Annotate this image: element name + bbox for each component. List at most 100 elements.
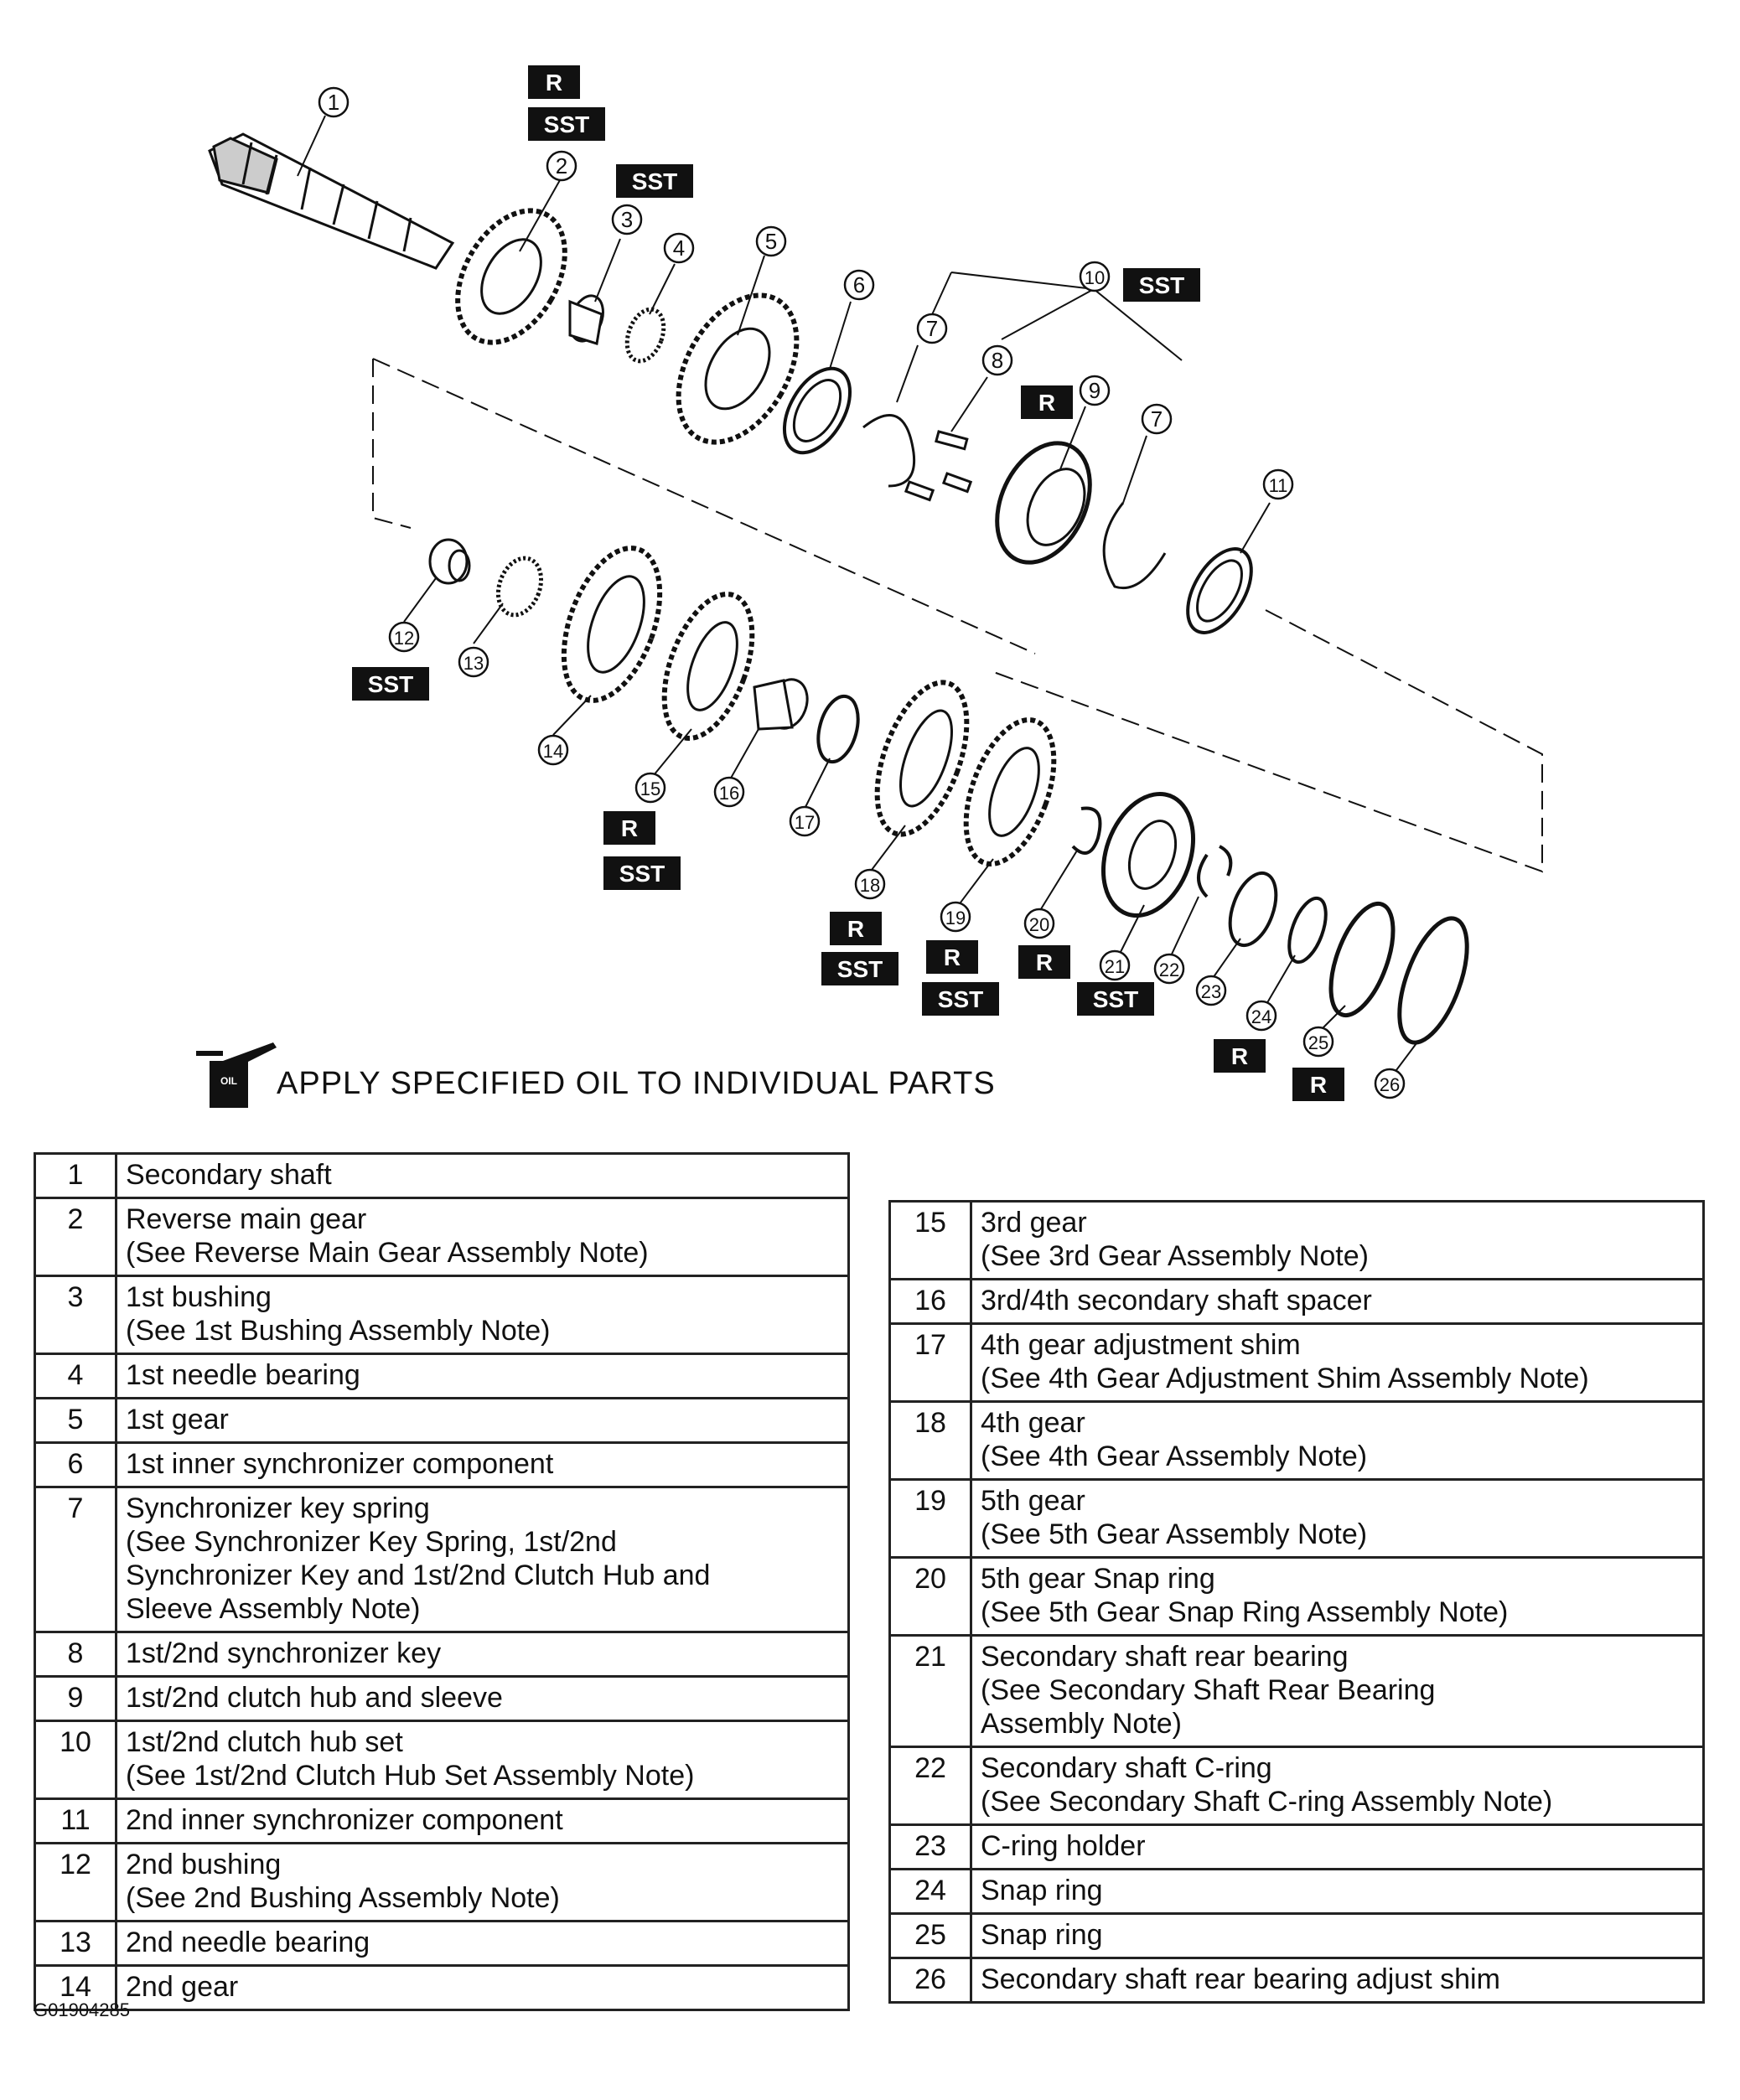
- part-description: 4th gear adjustment shim (See 4th Gear A…: [970, 1322, 1705, 1403]
- exploded-view-diagram: 1234567891071112131415161718192021222324…: [208, 65, 1543, 1101]
- replace-badge: R: [528, 65, 580, 99]
- badge-label: R: [944, 944, 961, 970]
- part-description: C-ring holder: [970, 1823, 1705, 1870]
- part-number: 26: [888, 1957, 972, 2004]
- callout-number: 17: [795, 812, 815, 833]
- oil-icon-label: OIL: [220, 1075, 237, 1087]
- special-tool-badge: SST: [352, 667, 429, 701]
- callout-number: 26: [1380, 1074, 1400, 1095]
- badge-label: SST: [619, 861, 665, 887]
- first-inner-synchronizer-part: [782, 366, 852, 455]
- key-spring-part-2: [1102, 502, 1167, 590]
- part-number: 23: [888, 1823, 972, 1870]
- badge-label: R: [1036, 949, 1053, 975]
- callout-number: 9: [1089, 378, 1100, 403]
- part-number: 7: [34, 1486, 117, 1633]
- adjustment-shim-part: [816, 694, 860, 764]
- figure-id: G01904285: [34, 1999, 130, 2020]
- part-description: 4th gear (See 4th Gear Assembly Note): [970, 1400, 1705, 1481]
- callout-number: 1: [328, 90, 339, 115]
- part-number: 17: [888, 1322, 972, 1403]
- part-number: 10: [34, 1720, 117, 1800]
- part-number: 5: [34, 1397, 117, 1444]
- secondary-shaft-part: [208, 132, 455, 270]
- part-number: 22: [888, 1746, 972, 1826]
- special-tool-badge: SST: [528, 107, 605, 141]
- c-ring-part: [1197, 845, 1233, 898]
- badge-label: R: [1038, 390, 1055, 416]
- callout-24: 24: [1245, 1000, 1277, 1032]
- special-tool-badge: SST: [603, 856, 681, 890]
- callout-number: 15: [640, 778, 660, 799]
- callout-19: 19: [940, 901, 971, 933]
- callout-number: 23: [1201, 981, 1221, 1002]
- callout-13: 13: [458, 646, 489, 678]
- special-tool-badge: SST: [1077, 982, 1154, 1016]
- clutch-hub-sleeve-part: [995, 441, 1092, 565]
- part-number: 15: [888, 1200, 972, 1280]
- part-number: 13: [34, 1920, 117, 1967]
- callout-number: 10: [1085, 267, 1105, 288]
- replace-badge: R: [1292, 1068, 1344, 1101]
- callout-22: 22: [1153, 953, 1185, 985]
- replace-badge: R: [1018, 945, 1070, 979]
- callout-number: 12: [394, 628, 414, 649]
- part-number: 1: [34, 1152, 117, 1199]
- c-ring-holder-part: [1228, 871, 1278, 948]
- replace-badge: R: [926, 940, 978, 974]
- callout-7: 7: [1141, 403, 1173, 435]
- callout-21: 21: [1099, 949, 1131, 981]
- second-bushing-part: [428, 538, 471, 585]
- callout-23: 23: [1195, 975, 1227, 1006]
- special-tool-badge: SST: [616, 164, 693, 198]
- rear-bearing-part: [1100, 791, 1196, 918]
- callout-number: 7: [926, 316, 938, 341]
- part-number: 16: [888, 1278, 972, 1325]
- part-description: 2nd needle bearing: [115, 1920, 850, 1967]
- part-number: 19: [888, 1478, 972, 1559]
- part-number: 25: [888, 1912, 972, 1959]
- callout-11: 11: [1262, 468, 1294, 500]
- part-description: 1st/2nd clutch hub and sleeve: [115, 1675, 850, 1722]
- part-number: 12: [34, 1842, 117, 1922]
- part-description: Secondary shaft: [115, 1152, 850, 1199]
- part-description: Secondary shaft rear bearing adjust shim: [970, 1957, 1705, 2004]
- callout-number: 14: [543, 741, 563, 762]
- replace-badge: R: [1214, 1039, 1266, 1073]
- badge-label: SST: [1093, 986, 1138, 1012]
- spacer-part: [753, 678, 809, 731]
- part-number: 3: [34, 1275, 117, 1355]
- part-number: 24: [888, 1868, 972, 1915]
- part-description: 5th gear (See 5th Gear Assembly Note): [970, 1478, 1705, 1559]
- part-description: 1st/2nd clutch hub set (See 1st/2nd Clut…: [115, 1720, 850, 1800]
- callout-4: 4: [663, 232, 695, 264]
- callout-number: 2: [556, 153, 567, 178]
- badge-label: SST: [837, 956, 883, 982]
- callout-number: 22: [1159, 959, 1179, 980]
- snap-ring-25-part: [1328, 901, 1396, 1018]
- callout-number: 11: [1269, 475, 1288, 496]
- guide-line-upper: [372, 358, 1036, 654]
- part-description: 1st/2nd synchronizer key: [115, 1631, 850, 1678]
- special-tool-badge: SST: [922, 982, 999, 1016]
- callout-number: 18: [860, 875, 880, 896]
- part-description: Reverse main gear (See Reverse Main Gear…: [115, 1197, 850, 1277]
- part-description: 3rd/4th secondary shaft spacer: [970, 1278, 1705, 1325]
- callout-1: 1: [318, 86, 350, 118]
- callout-20: 20: [1023, 908, 1055, 939]
- reverse-main-gear-part: [455, 208, 567, 345]
- callout-14: 14: [537, 734, 569, 766]
- callout-17: 17: [789, 805, 821, 837]
